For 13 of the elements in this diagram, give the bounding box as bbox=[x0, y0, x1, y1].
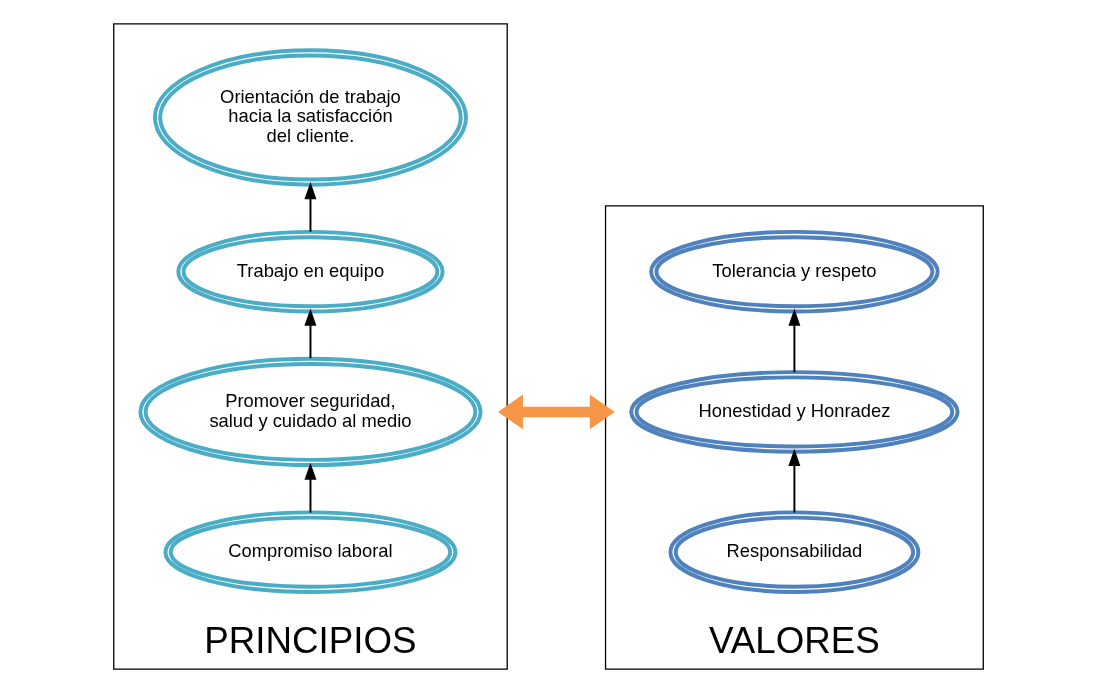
arrow bbox=[788, 448, 801, 514]
node-ellipse: Trabajo en equipo bbox=[176, 229, 445, 314]
node-ellipse: Tolerancia y respeto bbox=[649, 229, 940, 314]
arrow bbox=[788, 308, 801, 374]
node-ellipse: Responsabilidad bbox=[668, 510, 921, 594]
arrow bbox=[304, 308, 317, 360]
node-ellipse: Promover seguridad, salud y cuidado al medio bbox=[138, 356, 483, 468]
node-ellipse: Honestidad y Honradez bbox=[629, 370, 960, 454]
node-ellipse: Compromiso laboral bbox=[163, 510, 458, 594]
node-ellipse: Orientación de trabajo hacia la satisfacción del cliente. bbox=[152, 48, 468, 187]
arrow bbox=[498, 394, 615, 430]
arrow bbox=[304, 182, 317, 233]
arrow bbox=[304, 462, 317, 514]
